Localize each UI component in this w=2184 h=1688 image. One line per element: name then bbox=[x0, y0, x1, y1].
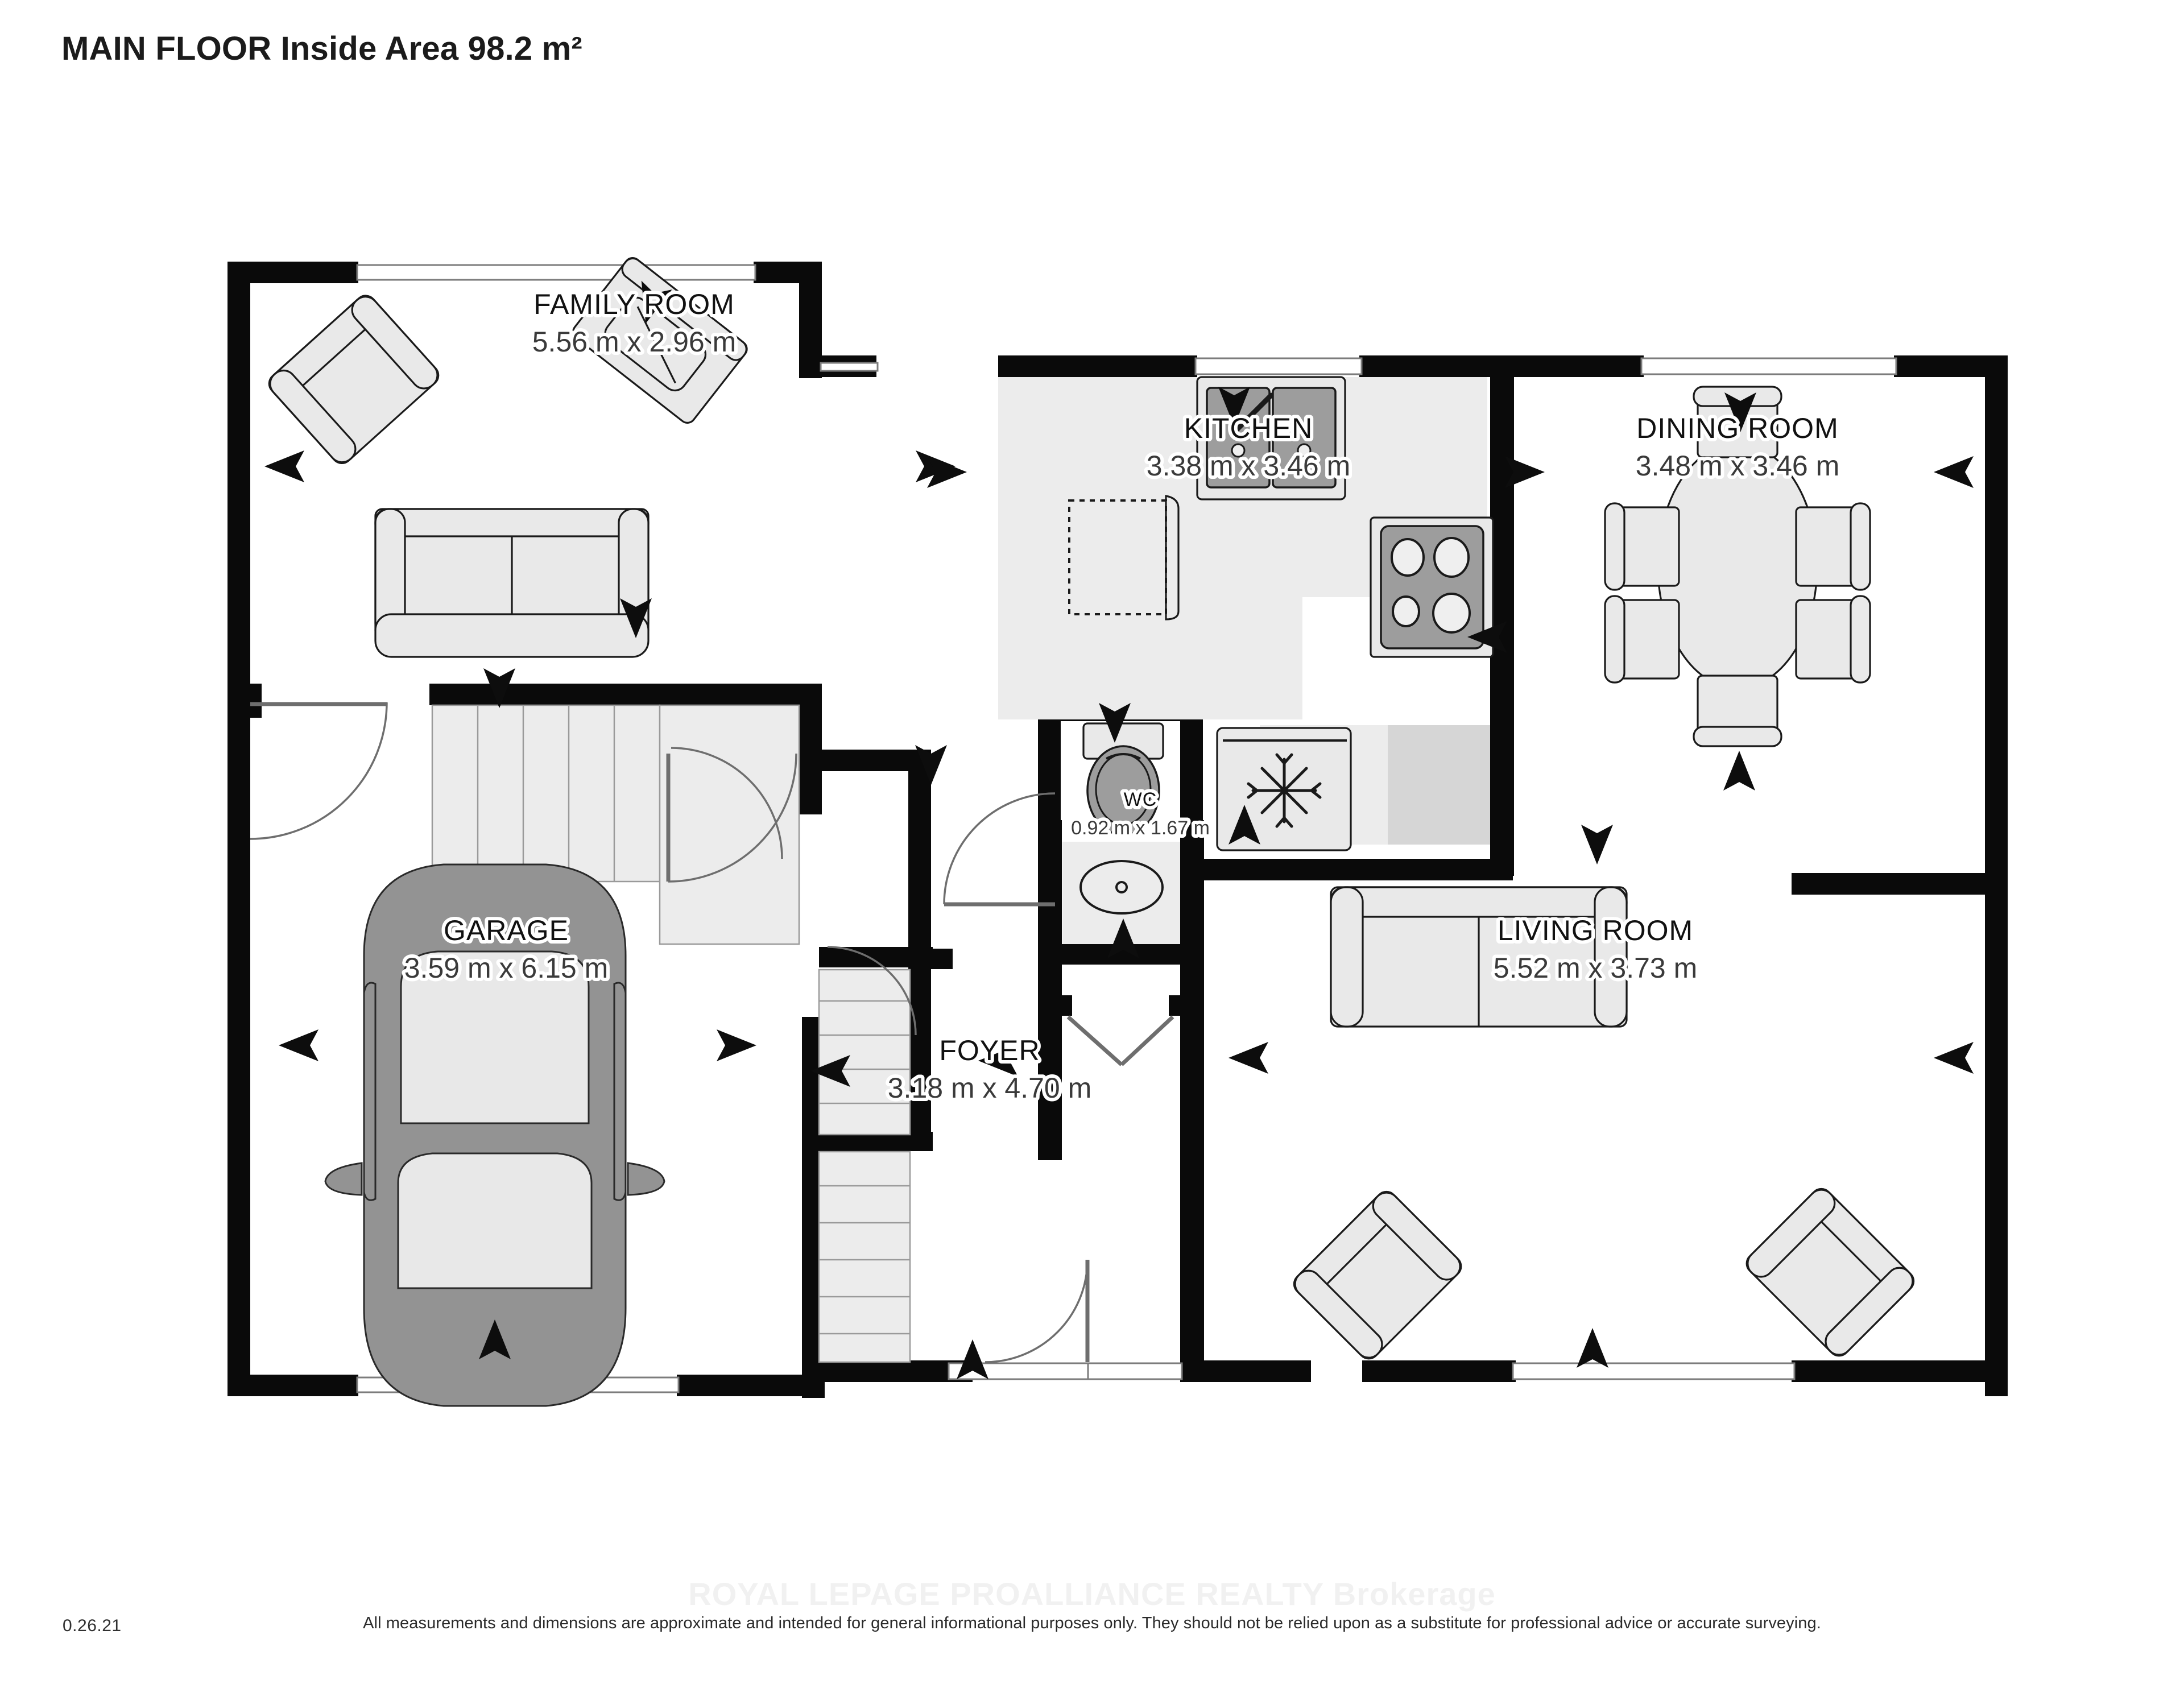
floor-plan-drawing: FAMILY ROOM 5.56 m x 2.96 m KITCHEN 3.38… bbox=[0, 68, 2184, 1547]
room-label-dining-room: DINING ROOM bbox=[1636, 412, 1838, 444]
room-label-wc: WC bbox=[1124, 789, 1157, 810]
kitchen-dishwasher bbox=[1068, 495, 1180, 620]
room-label-family-room: FAMILY ROOM bbox=[533, 288, 735, 320]
door-front-entry bbox=[985, 1259, 1090, 1363]
kitchen-stove bbox=[1370, 516, 1494, 658]
room-dim-foyer: 3.18 m x 4.70 m bbox=[888, 1072, 1092, 1104]
room-dim-living-room: 5.52 m x 3.73 m bbox=[1494, 952, 1698, 984]
door-wc bbox=[943, 792, 1056, 907]
room-dim-wc: 0.92 m x 1.67 m bbox=[1071, 817, 1210, 839]
living-sofa bbox=[1330, 886, 1628, 1028]
direction-arrows bbox=[264, 280, 1974, 1379]
window-kitchen-top bbox=[1194, 357, 1363, 375]
door-garage-side bbox=[250, 702, 388, 840]
dining-table-set bbox=[1604, 386, 1871, 747]
wc-toilet bbox=[1082, 722, 1164, 836]
window-foyer-bottom-right bbox=[1087, 1362, 1183, 1380]
window-dining-top bbox=[1640, 357, 1897, 375]
room-label-garage: GARAGE bbox=[444, 915, 569, 946]
door-garage-to-foyer bbox=[671, 747, 783, 859]
room-label-foyer: FOYER bbox=[939, 1035, 1040, 1066]
main-stairs bbox=[818, 946, 917, 1363]
windows bbox=[356, 264, 1897, 1393]
page-number: 0.26.21 bbox=[63, 1616, 122, 1635]
dining-chair-top bbox=[1693, 386, 1782, 458]
room-dim-kitchen: 3.38 m x 3.46 m bbox=[1147, 450, 1351, 482]
room-dim-garage: 3.59 m x 6.15 m bbox=[404, 952, 609, 984]
room-labels: FAMILY ROOM 5.56 m x 2.96 m KITCHEN 3.38… bbox=[401, 285, 1843, 1107]
dining-chair-left-lower bbox=[1604, 595, 1680, 684]
window-family-room-top bbox=[356, 264, 756, 281]
dining-chair-right-upper bbox=[1795, 502, 1871, 591]
family-sofa bbox=[374, 508, 650, 658]
wc-sink bbox=[1062, 842, 1180, 944]
brokerage-watermark: ROYAL LEPAGE PROALLIANCE REALTY Brokerag… bbox=[688, 1576, 1496, 1612]
garage-car bbox=[324, 863, 665, 1407]
living-armchair-right bbox=[1745, 1188, 1915, 1357]
upper-stairs bbox=[431, 704, 800, 945]
refrigerator bbox=[1216, 727, 1352, 851]
closet-bifold-doors bbox=[1066, 1015, 1174, 1066]
family-armchair bbox=[268, 295, 440, 465]
room-dim-dining-room: 3.48 m x 3.46 m bbox=[1636, 450, 1840, 482]
doors bbox=[250, 702, 1090, 1363]
family-chaise-lounge bbox=[572, 257, 748, 424]
dining-chair-left-upper bbox=[1604, 502, 1680, 591]
dining-chair-bottom bbox=[1693, 675, 1782, 747]
room-label-kitchen: KITCHEN bbox=[1184, 412, 1313, 444]
room-dim-family-room: 5.56 m x 2.96 m bbox=[532, 326, 737, 358]
snowflake-icon bbox=[1247, 753, 1322, 828]
dining-chair-right-lower bbox=[1795, 595, 1871, 684]
disclaimer-text: All measurements and dimensions are appr… bbox=[363, 1614, 1821, 1632]
window-family-side bbox=[820, 362, 879, 372]
wall-structure bbox=[228, 262, 2008, 1398]
living-armchair-left bbox=[1293, 1190, 1462, 1360]
window-living-bottom bbox=[1512, 1362, 1796, 1380]
page-title: MAIN FLOOR Inside Area 98.2 m² bbox=[61, 30, 582, 67]
room-label-living-room: LIVING ROOM bbox=[1498, 915, 1693, 946]
